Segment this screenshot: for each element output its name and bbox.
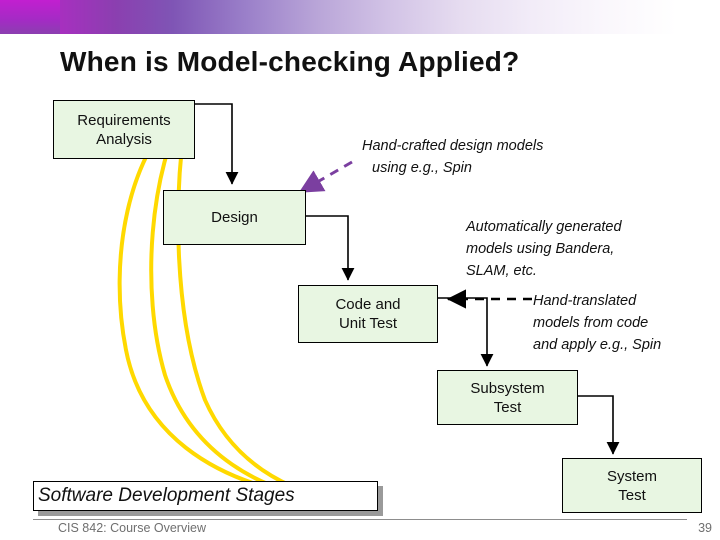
stage-label-line1: Requirements (77, 111, 171, 129)
annotation-line3: SLAM, etc. (466, 263, 537, 279)
stage-label-line2: Test (618, 486, 646, 504)
footer-slide-number: 39 (698, 521, 712, 535)
stage-label: Subsystem Test (470, 379, 544, 417)
annotation-hand-crafted: Hand-crafted design models using e.g., S… (362, 135, 682, 179)
stage-label: System Test (607, 467, 657, 505)
annotation-line1: Automatically generated (466, 219, 622, 235)
caption-box: Software Development Stages (33, 481, 378, 511)
stage-label-line1: Code and (335, 296, 401, 313)
stage-label-line1: System (606, 467, 657, 485)
footer-divider (33, 519, 687, 520)
connector-subsystem-to-system (578, 395, 620, 455)
annotation-line2: using e.g., Spin (372, 160, 472, 176)
connector-design-to-code (306, 215, 355, 281)
caption-text: Software Development Stages (38, 485, 295, 506)
stage-label-line1: Subsystem (470, 379, 545, 397)
annotation-line3: and apply e.g., Spin (533, 337, 662, 353)
stage-label-line2: Unit Test (338, 315, 398, 332)
annotation-line1: Hand-crafted design models (362, 138, 544, 154)
stage-box-design: Design (163, 190, 306, 245)
stage-box-system-test: System Test (562, 458, 702, 513)
stage-box-subsystem-test: Subsystem Test (437, 370, 578, 425)
footer-course-label: CIS 842: Course Overview (58, 521, 206, 535)
annotation-line2: models using Bandera, (466, 241, 615, 257)
stage-label: Requirements Analysis (77, 111, 170, 149)
annotation-line2: models from code (533, 315, 649, 331)
stage-box-code-and-unit-test: Code and Unit Test (298, 285, 438, 343)
connector-code-to-subsystem (437, 297, 494, 367)
stage-label: Code and Unit Test (335, 295, 400, 333)
header-band-accent (0, 0, 60, 34)
dashed-arrow-hand-crafted (298, 160, 353, 194)
stage-label: Design (211, 208, 258, 227)
stage-box-requirements-analysis: Requirements Analysis (53, 100, 195, 159)
annotation-auto-generated: Automatically generated models using Ban… (466, 216, 706, 282)
stage-label-line2: Test (493, 398, 522, 416)
header-gradient-band (0, 0, 720, 34)
annotation-hand-translated: Hand-translated models from code and app… (533, 290, 720, 356)
stage-label-line1: Design (211, 209, 258, 226)
yellow-curve-1 (117, 102, 306, 498)
page-title: When is Model-checking Applied? (60, 46, 520, 77)
stage-label-line2: Analysis (96, 130, 152, 148)
annotation-line1: Hand-translated (533, 293, 637, 309)
connector-req-to-design (195, 103, 239, 185)
